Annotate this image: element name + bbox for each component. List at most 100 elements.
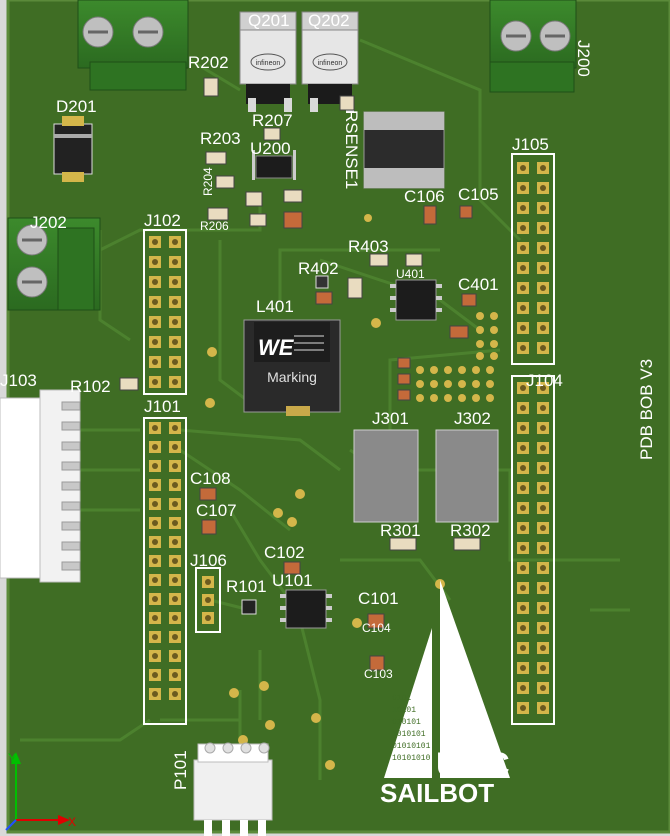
header-pin-hole: [520, 505, 526, 511]
svg-text:1010101: 1010101: [392, 730, 426, 739]
terminal-block-j200: [489, 0, 577, 93]
header-pin-hole: [540, 665, 546, 671]
header-pin-hole: [152, 482, 158, 488]
j103-pin: [61, 461, 81, 471]
resistor-rsense1: [363, 111, 445, 189]
header-pin-hole: [520, 525, 526, 531]
header-pin-hole: [172, 339, 178, 345]
header-pin-hole: [172, 596, 178, 602]
j103-pin: [61, 541, 81, 551]
label-r403: R403: [348, 237, 389, 256]
header-pin-hole: [520, 545, 526, 551]
header-pin-hole: [520, 565, 526, 571]
header-pin-hole: [152, 672, 158, 678]
label-c101: C101: [358, 589, 399, 608]
header-pin-hole: [520, 165, 526, 171]
header-pin-hole: [540, 445, 546, 451]
header-pin-hole: [152, 558, 158, 564]
header-pin-hole: [172, 577, 178, 583]
header-pin-hole: [520, 465, 526, 471]
header-pin-hole: [152, 444, 158, 450]
header-pin-hole: [172, 520, 178, 526]
j103-pin: [61, 561, 81, 571]
label-q201: Q201: [248, 11, 290, 30]
header-pin-hole: [205, 615, 211, 621]
header-pin-hole: [172, 539, 178, 545]
header-pin-hole: [540, 325, 546, 331]
axis-gizmo: Y X: [5, 751, 76, 831]
header-pin-hole: [520, 685, 526, 691]
svg-text:0101: 0101: [392, 694, 411, 703]
header-pin-hole: [520, 285, 526, 291]
header-pin-hole: [540, 385, 546, 391]
header-pin-hole: [152, 501, 158, 507]
label-u200: U200: [250, 139, 291, 158]
header-pin-hole: [540, 565, 546, 571]
vias: [205, 214, 445, 770]
header-pin-hole: [520, 585, 526, 591]
label-r402: R402: [298, 259, 339, 278]
header-pin-hole: [540, 225, 546, 231]
header-pin-hole: [540, 645, 546, 651]
header-pin-hole: [540, 685, 546, 691]
shunt-j302: [435, 429, 499, 523]
header-pin-hole: [205, 597, 211, 603]
label-c105: C105: [458, 185, 499, 204]
logo-ubc: UBC: [436, 746, 510, 784]
label-c108: C108: [190, 469, 231, 488]
header-pin-hole: [520, 705, 526, 711]
header-pin-hole: [152, 577, 158, 583]
j103-pin: [61, 401, 81, 411]
silkscreen-labels: Q201 Q202 R202 D201 R207 RSENSE1 R203 U2…: [0, 11, 656, 790]
label-u101: U101: [272, 571, 313, 590]
header-pin-hole: [540, 485, 546, 491]
label-c104: C104: [362, 621, 391, 635]
label-j202: J202: [30, 213, 67, 232]
header-pin-hole: [172, 359, 178, 365]
header-j102: [143, 229, 187, 395]
ic-u200: [252, 150, 296, 180]
label-d201: D201: [56, 97, 97, 116]
header-pin-hole: [520, 665, 526, 671]
diode-d201: [53, 116, 93, 182]
header-pin-hole: [520, 385, 526, 391]
header-pin-hole: [172, 501, 178, 507]
j103-pin: [61, 421, 81, 431]
header-pin-hole: [152, 615, 158, 621]
inductor-marking: Marking: [267, 369, 317, 385]
header-pin-hole: [152, 596, 158, 602]
header-pin-hole: [152, 319, 158, 325]
j103-pin: [61, 501, 81, 511]
header-pin-hole: [540, 425, 546, 431]
header-pin-hole: [540, 525, 546, 531]
label-q202: Q202: [308, 11, 350, 30]
connector-p101: [193, 742, 273, 836]
header-pin-hole: [152, 691, 158, 697]
pad-array-center: [416, 312, 498, 402]
header-pin-hole: [172, 279, 178, 285]
q201-brand: infineon: [256, 60, 281, 67]
ic-u401: [390, 279, 442, 321]
terminal-block-top-left: [77, 0, 189, 91]
board-title: PDB BOB V3: [637, 359, 656, 460]
header-pin-hole: [152, 259, 158, 265]
header-pin-hole: [540, 585, 546, 591]
j103-pin: [61, 481, 81, 491]
header-pin-hole: [172, 259, 178, 265]
header-pin-hole: [205, 579, 211, 585]
header-pins: [149, 162, 549, 714]
header-pin-hole: [540, 165, 546, 171]
header-pin-hole: [540, 245, 546, 251]
header-pin-hole: [520, 625, 526, 631]
label-c103: C103: [364, 667, 393, 681]
label-r206: R206: [200, 219, 229, 233]
header-pin-hole: [520, 305, 526, 311]
header-pin-hole: [152, 425, 158, 431]
label-j301: J301: [372, 409, 409, 428]
svg-text:010101: 010101: [392, 718, 421, 727]
header-pin-hole: [172, 653, 178, 659]
header-pin-hole: [172, 672, 178, 678]
header-pin-hole: [172, 379, 178, 385]
